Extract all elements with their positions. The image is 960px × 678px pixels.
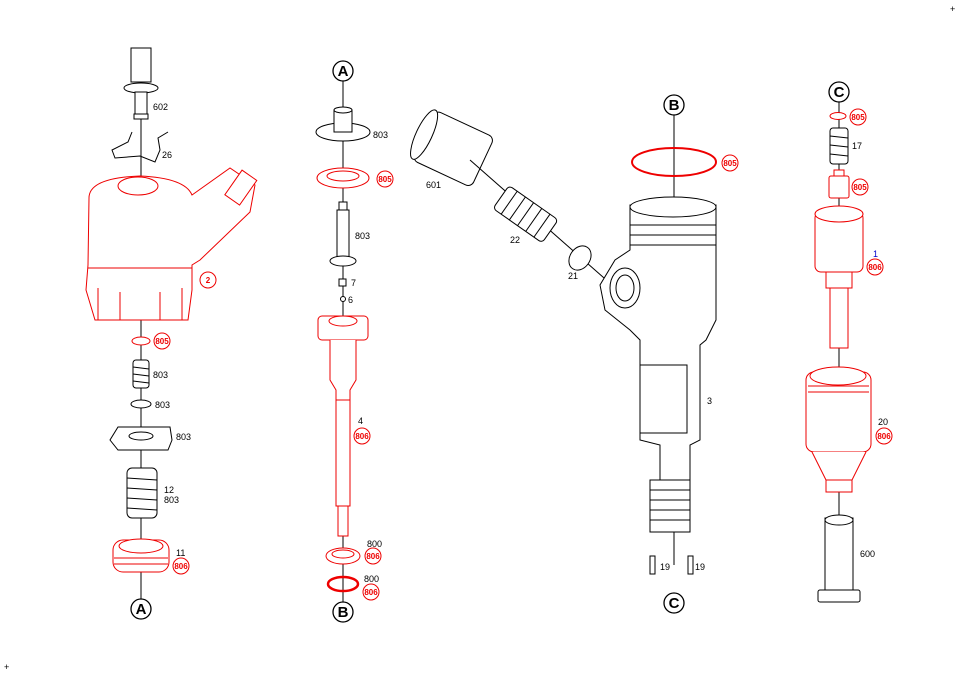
ball-part bbox=[340, 296, 346, 302]
svg-text:B: B bbox=[338, 604, 349, 621]
svg-text:A: A bbox=[338, 63, 349, 80]
label-small-spring: 803 bbox=[153, 370, 168, 380]
label-circlip: 803 bbox=[155, 400, 170, 410]
valve-part bbox=[317, 315, 369, 537]
label-filter: 602 bbox=[153, 102, 168, 112]
label-armature: 803 bbox=[176, 432, 191, 442]
label-ring-1-kit: 806 bbox=[366, 552, 380, 561]
nut-part bbox=[112, 538, 170, 573]
pin-right-part bbox=[687, 555, 694, 575]
washer-part bbox=[829, 112, 847, 120]
label-washer-right-kit: 805 bbox=[851, 113, 865, 122]
svg-text:C: C bbox=[669, 595, 680, 612]
label-top-ring-kit: 805 bbox=[723, 159, 737, 168]
cap-part bbox=[410, 109, 493, 186]
label-inlet: 22 bbox=[510, 235, 520, 245]
circlip-part bbox=[130, 399, 152, 409]
label-ring-2-kit: 806 bbox=[364, 588, 378, 597]
large-spring-part bbox=[126, 467, 158, 519]
label-nozzle-num: 1 bbox=[873, 249, 878, 259]
label-nozzle-kit: 806 bbox=[868, 263, 882, 272]
seal-ring-part bbox=[568, 245, 592, 271]
kit-badge-solenoid bbox=[199, 271, 217, 289]
label-ring-2-num: 800 bbox=[364, 574, 379, 584]
top-ring-part bbox=[631, 147, 717, 177]
label-large-spring-kit: 803 bbox=[164, 495, 179, 505]
kit-badge-nozzle-nut bbox=[875, 427, 893, 445]
svg-text:B: B bbox=[669, 97, 680, 114]
kit-badge-washer bbox=[153, 332, 171, 350]
label-sleeve-kit: 805 bbox=[853, 183, 867, 192]
pin-left-part bbox=[649, 555, 656, 575]
label-valve-kit: 806 bbox=[355, 432, 369, 441]
clip-part bbox=[111, 131, 169, 163]
right-assembly: C 805 17 805 1 806 20 bbox=[805, 81, 893, 603]
label-seal-ring: 21 bbox=[568, 271, 578, 281]
solenoid-part bbox=[85, 167, 258, 321]
svg-text:C: C bbox=[834, 84, 845, 101]
spring-part bbox=[829, 127, 849, 165]
sleeve-part bbox=[833, 169, 845, 177]
label-ring-1-num: 800 bbox=[367, 539, 382, 549]
washer-part bbox=[131, 336, 151, 346]
corner-mark-bottom-left: + bbox=[4, 662, 9, 672]
label-nut-num: 11 bbox=[176, 548, 185, 558]
label-ball: 6 bbox=[348, 295, 353, 305]
protective-cap-part bbox=[817, 514, 861, 603]
reference-mark-a-top bbox=[332, 60, 354, 82]
nozzle-nut-part bbox=[805, 366, 872, 493]
ball-seat-part bbox=[338, 278, 347, 287]
label-large-spring-num: 12 bbox=[164, 485, 174, 495]
label-valve-num: 4 bbox=[358, 416, 363, 426]
body-assembly: 601 22 21 B 805 3 19 19 bbox=[410, 94, 739, 614]
label-armature-guide: 803 bbox=[373, 130, 388, 140]
label-cap: 601 bbox=[426, 180, 441, 190]
ring-2-part bbox=[326, 575, 360, 593]
left-assembly: 602 26 2 805 803 803 803 bbox=[85, 47, 258, 620]
label-pin-right: 19 bbox=[695, 562, 705, 572]
filter-part bbox=[123, 47, 159, 120]
kit-badge-sleeve bbox=[851, 178, 869, 196]
nozzle-part bbox=[814, 205, 864, 349]
inlet-part bbox=[494, 186, 558, 242]
label-nozzle-nut-kit: 806 bbox=[877, 432, 891, 441]
label-protective-cap: 600 bbox=[860, 549, 875, 559]
label-body: 3 bbox=[707, 396, 712, 406]
label-shim-kit: 805 bbox=[378, 175, 392, 184]
label-solenoid: 2 bbox=[206, 276, 211, 285]
kit-badge-ring-1 bbox=[364, 547, 382, 565]
label-valve-pin: 803 bbox=[355, 231, 370, 241]
label-pin-left: 19 bbox=[660, 562, 670, 572]
svg-text:A: A bbox=[136, 601, 147, 618]
kit-badge-washer-right bbox=[849, 108, 867, 126]
kit-badge-ring-2 bbox=[362, 583, 380, 601]
reference-mark-c-bottom bbox=[663, 592, 685, 614]
small-spring-part bbox=[132, 359, 150, 389]
kit-badge-nut bbox=[172, 557, 190, 575]
corner-mark-top-right: + bbox=[950, 4, 955, 14]
middle-assembly: A 803 805 803 7 6 4 806 800 bbox=[315, 60, 394, 623]
label-spring: 17 bbox=[852, 141, 862, 151]
reference-mark-a-bottom bbox=[130, 598, 152, 620]
kit-badge-nozzle bbox=[866, 258, 884, 276]
valve-pin-part bbox=[338, 201, 348, 211]
label-clip: 26 bbox=[162, 150, 172, 160]
kit-badge-top-ring bbox=[721, 154, 739, 172]
label-nozzle-nut-num: 20 bbox=[878, 417, 888, 427]
injector-body-part bbox=[599, 196, 717, 533]
kit-badge-valve bbox=[353, 427, 371, 445]
kit-badge-shim bbox=[376, 170, 394, 188]
label-washer-kit: 805 bbox=[155, 337, 169, 346]
label-ball-seat: 7 bbox=[351, 278, 356, 288]
label-nut-kit: 806 bbox=[174, 562, 188, 571]
reference-mark-b-bottom bbox=[332, 601, 354, 623]
